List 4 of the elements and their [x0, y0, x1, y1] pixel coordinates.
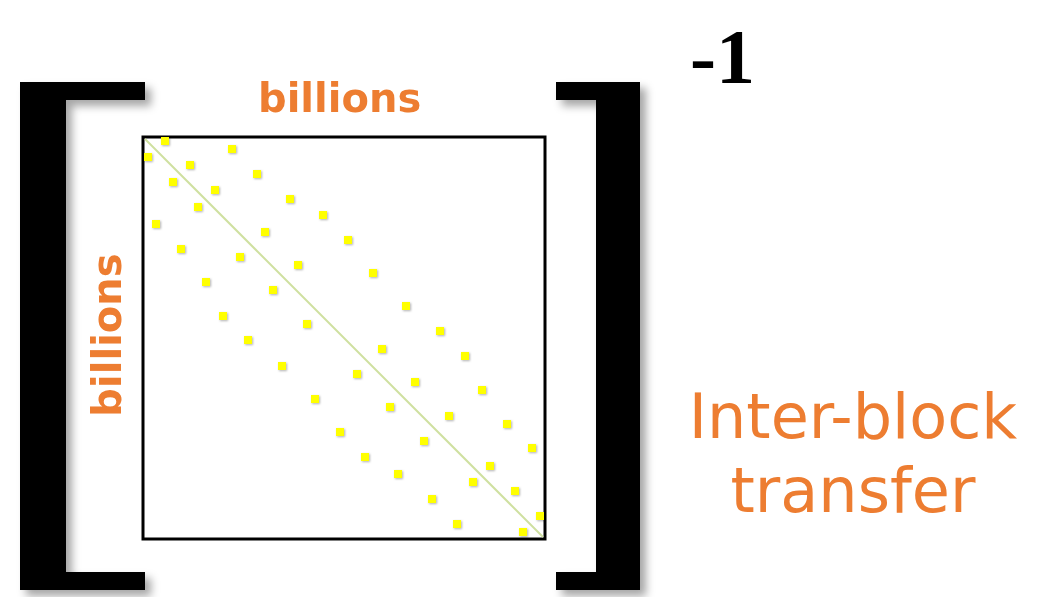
exponent: -1	[690, 18, 755, 96]
caption-text: Inter-block transfer	[687, 380, 1019, 529]
dimension-label: billions	[87, 253, 127, 417]
dimension-label: billions	[258, 78, 422, 118]
